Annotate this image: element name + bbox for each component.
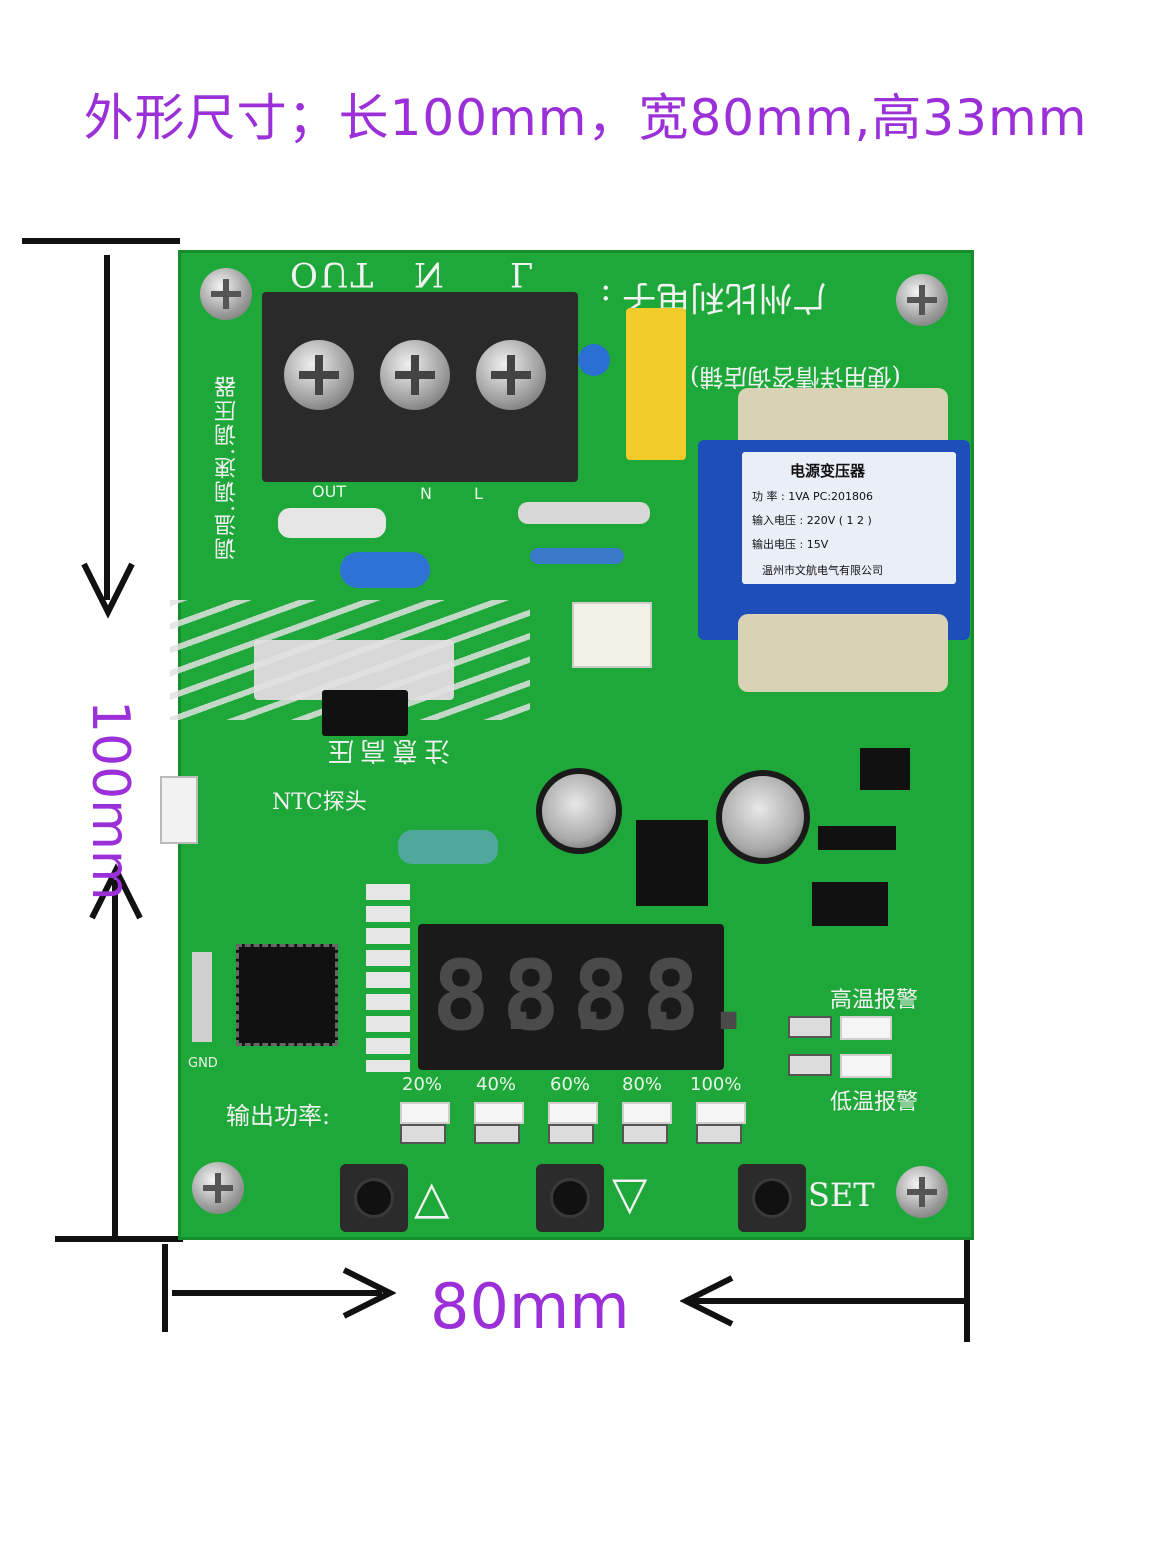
terminal-screw-icon: [284, 340, 354, 410]
display-digit-4: 8.: [642, 940, 758, 1052]
power-level-80: 80%: [622, 1074, 663, 1095]
output-power-label: 输出功率:: [226, 1102, 331, 1130]
right-width-tick: [964, 1240, 970, 1342]
vertical-dimension-line-upper: [104, 255, 110, 600]
width-line-right: [690, 1298, 968, 1304]
power-level-100: 100%: [690, 1074, 742, 1095]
electrolytic-capacitor: [536, 768, 622, 854]
down-button-cap[interactable]: [553, 1181, 587, 1215]
ntc-connector: [160, 776, 198, 844]
terminal-sub-label-l: L: [474, 484, 483, 503]
smd-resistor: [788, 1016, 832, 1038]
power-led-100: [696, 1102, 746, 1124]
resistor-array: [366, 884, 410, 1072]
bottom-dimension-tick: [55, 1236, 183, 1242]
width-line-left: [172, 1290, 382, 1296]
resistor: [530, 548, 624, 564]
display-digit-2: 8.: [502, 940, 618, 1052]
arrow-up-icon: [89, 863, 143, 920]
ic1-chip: [812, 882, 888, 926]
smd-resistor: [400, 1124, 446, 1144]
smd-resistor: [696, 1124, 742, 1144]
set-label: SET: [808, 1176, 875, 1214]
terminal-sub-label-out: OUT: [312, 482, 347, 501]
power-level-20: 20%: [402, 1074, 443, 1095]
arrow-left-icon: [680, 1275, 734, 1327]
fuse: [518, 502, 650, 524]
arrow-down-icon: [81, 562, 135, 619]
transformer-title: 电源变压器: [790, 462, 866, 480]
transformer-label-panel: [742, 452, 956, 584]
mounting-screw-icon: [192, 1162, 244, 1214]
transformer-line-1: 功 率 : 1VA PC:201806: [752, 490, 874, 503]
smd-resistor: [622, 1124, 668, 1144]
down-button[interactable]: [536, 1164, 604, 1232]
diode: [818, 826, 896, 850]
inductor: [398, 830, 498, 864]
transformer-line-3: 输出电压 : 15V: [752, 538, 829, 551]
terminal-screw-icon: [476, 340, 546, 410]
mounting-screw-icon: [896, 1166, 948, 1218]
terminal-label-out: OUT: [290, 254, 376, 294]
display-digit-3: 8.: [572, 940, 688, 1052]
bridge-rectifier: [860, 748, 910, 790]
set-button-cap[interactable]: [755, 1181, 789, 1215]
up-arrow-icon: △: [414, 1170, 450, 1224]
power-resistor: [278, 508, 386, 538]
vertical-dimension-line-lower: [112, 880, 118, 1240]
width-label: 80mm: [430, 1270, 630, 1343]
smd-resistor: [788, 1054, 832, 1076]
electrolytic-capacitor: [716, 770, 810, 864]
mounting-screw-icon: [200, 268, 252, 320]
product-function-text: 调温.调速.调压器: [215, 374, 240, 560]
low-temp-alarm-led: [840, 1054, 892, 1078]
mounting-screw-icon: [896, 274, 948, 326]
x-capacitor: [626, 308, 686, 460]
terminal-sub-label-n: N: [420, 484, 432, 503]
power-level-40: 40%: [476, 1074, 517, 1095]
terminal-screw-icon: [380, 340, 450, 410]
gnd-label: GND: [188, 1056, 218, 1071]
high-temp-alarm-led: [840, 1016, 892, 1040]
optocoupler: [572, 602, 652, 668]
power-led-60: [548, 1102, 598, 1124]
blue-capacitor: [340, 552, 430, 588]
microcontroller: [236, 944, 338, 1046]
terminal-label-l: L: [510, 254, 533, 294]
transformer-maker: 温州市文航电气有限公司: [762, 564, 883, 577]
high-voltage-warning: 注意高压: [322, 735, 451, 765]
power-level-60: 60%: [550, 1074, 591, 1095]
power-led-80: [622, 1102, 672, 1124]
arrow-right-icon: [342, 1267, 396, 1319]
smd-resistor: [548, 1124, 594, 1144]
varistor: [578, 344, 610, 376]
smd-resistor: [474, 1124, 520, 1144]
set-button[interactable]: [738, 1164, 806, 1232]
height-label: 100mm: [80, 700, 140, 901]
transformer-core-bottom: [738, 614, 948, 692]
programming-header: [192, 952, 212, 1042]
left-width-tick: [162, 1244, 168, 1332]
display-digit-1: 8.: [432, 940, 548, 1052]
low-temp-alarm-label: 低温报警: [830, 1090, 919, 1115]
power-led-20: [400, 1102, 450, 1124]
up-button-cap[interactable]: [357, 1181, 391, 1215]
terminal-label-n: N: [414, 254, 444, 294]
up-button[interactable]: [340, 1164, 408, 1232]
down-arrow-icon: ▽: [612, 1166, 648, 1220]
voltage-regulator: [636, 820, 708, 906]
triac: [322, 690, 408, 736]
power-led-40: [474, 1102, 524, 1124]
seven-segment-display: [418, 924, 724, 1070]
top-dimension-tick: [22, 238, 180, 244]
dimensions-title: 外形尺寸；长100mm，宽80mm,高33mm: [83, 89, 1088, 147]
high-temp-alarm-label: 高温报警: [830, 988, 919, 1013]
ntc-label: NTC探头: [272, 790, 367, 815]
transformer-line-2: 输入电压 : 220V ( 1 2 ): [752, 514, 872, 527]
